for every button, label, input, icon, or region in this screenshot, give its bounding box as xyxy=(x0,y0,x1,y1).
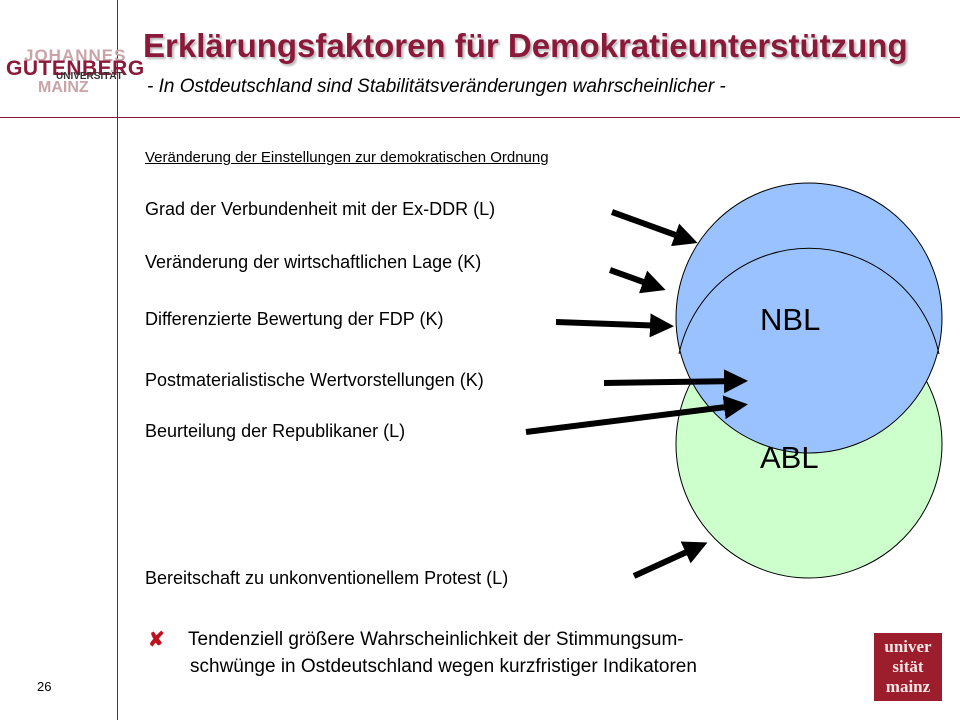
arrow-1 xyxy=(610,209,698,247)
arrow-2 xyxy=(608,267,666,294)
factor-1: Grad der Verbundenheit mit der Ex-DDR (L… xyxy=(145,199,496,219)
horizontal-divider xyxy=(0,117,960,118)
factor-6: Bereitschaft zu unkonventionellem Protes… xyxy=(145,568,509,588)
factor-2: Veränderung der wirtschaftlichen Lage (K… xyxy=(145,252,482,272)
arrow-5 xyxy=(525,395,748,435)
logo-line-2: GUTENBERG xyxy=(6,57,145,80)
factor-4: Postmaterialistische Wertvorstellungen (… xyxy=(145,370,484,390)
slide-subtitle: - In Ostdeutschland sind Stabilitätsverä… xyxy=(147,76,726,97)
slide-title: Erklärungsfaktoren für Demokratieunterst… xyxy=(143,27,908,64)
university-logo: JOHANNES GUTENBERG UNIVERSITÄT MAINZ xyxy=(4,46,144,96)
factor-3: Differenzierte Bewertung der FDP (K) xyxy=(145,309,444,329)
section-heading: Veränderung der Einstellungen zur demokr… xyxy=(145,149,549,166)
abl-label: ABL xyxy=(760,440,819,475)
university-stamp-logo: univer sität mainz xyxy=(874,633,942,701)
overlap-outline xyxy=(678,247,940,355)
arrow-3 xyxy=(555,313,674,338)
logo-line-1: JOHANNES xyxy=(24,46,127,65)
logo-line-3: UNIVERSITÄT xyxy=(56,71,123,82)
note-line-1: Tendenziell größere Wahrscheinlichkeit d… xyxy=(188,629,684,650)
stamp-line-3: mainz xyxy=(885,677,931,696)
logo-line-4: MAINZ xyxy=(38,79,89,96)
stamp-line-2: sität xyxy=(892,657,924,676)
factor-5: Beurteilung der Republikaner (L) xyxy=(145,421,406,441)
arrow-4 xyxy=(603,369,748,394)
note-line-2: schwünge in Ostdeutschland wegen kurzfri… xyxy=(190,656,697,677)
cross-icon: ✘ xyxy=(148,629,165,651)
vertical-divider xyxy=(117,0,118,720)
conclusion-note: Tendenziell größere Wahrscheinlichkeit d… xyxy=(188,626,697,680)
stamp-line-1: univer xyxy=(884,637,932,656)
arrow-6 xyxy=(632,541,708,579)
nbl-label: NBL xyxy=(760,302,821,337)
page-number: 26 xyxy=(37,679,52,694)
